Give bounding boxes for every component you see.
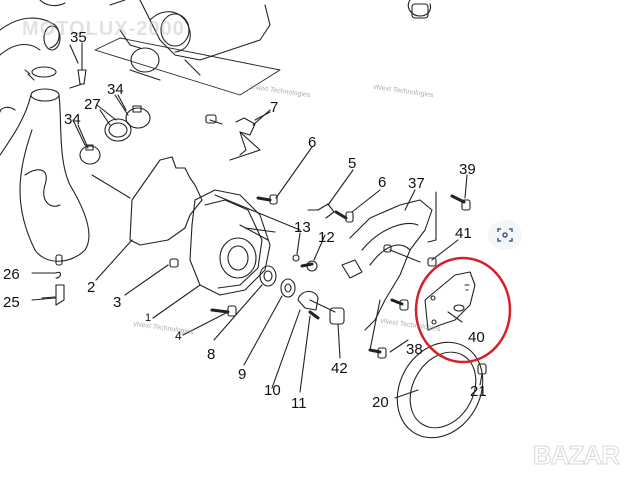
lens-icon [497, 228, 513, 242]
part-label-41: 41 [455, 225, 472, 242]
part-label-6: 6 [308, 134, 317, 151]
part-label-20: 20 [372, 394, 389, 411]
part-label-42: 42 [331, 360, 348, 377]
part-label-10: 10 [264, 382, 281, 399]
bearing-8 [259, 265, 277, 287]
bushing-42 [329, 307, 345, 325]
fitting-part [411, 3, 429, 19]
intake-hose [0, 17, 90, 266]
part-label-37: 37 [408, 175, 425, 192]
part-label-35: 35 [70, 29, 87, 46]
highlight-circle [414, 256, 512, 364]
part-label-12: 12 [318, 229, 335, 246]
part-label-11: 11 [291, 395, 307, 412]
part-label-3: 3 [113, 294, 122, 311]
stator-cover-1 [189, 189, 301, 296]
part-label-6: 6 [378, 174, 387, 191]
part-label-2: 2 [87, 279, 96, 296]
part-label-21: 21 [470, 383, 487, 400]
part-label-40: 40 [468, 329, 485, 346]
part-label-9: 9 [238, 366, 247, 383]
crankcase [94, 0, 281, 96]
part-label-5: 5 [348, 155, 357, 172]
part-label-34: 34 [107, 81, 124, 98]
bearing-9 [280, 278, 296, 298]
bazar-logo: BAZAR [533, 440, 621, 471]
cover-37 [341, 199, 433, 331]
part-label-13: 13 [294, 219, 311, 236]
part-label-27: 27 [84, 96, 101, 113]
clamp-34-upper [125, 107, 151, 129]
clamp-34-lower [79, 145, 101, 165]
part-label-34: 34 [64, 111, 81, 128]
part-label-8: 8 [207, 346, 216, 363]
part-label-7: 7 [270, 99, 279, 116]
part-label-39: 39 [459, 161, 476, 178]
part-25 [55, 284, 65, 306]
part-label-26: 26 [3, 266, 20, 283]
gasket-2 [91, 156, 203, 246]
plate-40 [424, 271, 476, 331]
part-label-38: 38 [406, 341, 423, 358]
part-label-25: 25 [3, 294, 20, 311]
part-label-1: 1 [145, 312, 152, 324]
visual-search-button[interactable] [488, 220, 522, 250]
watermark-top: MOTOLUX-2000 [22, 18, 185, 40]
coupling-27 [104, 118, 132, 142]
cover-20 [396, 341, 484, 439]
part-label-4: 4 [175, 329, 182, 343]
